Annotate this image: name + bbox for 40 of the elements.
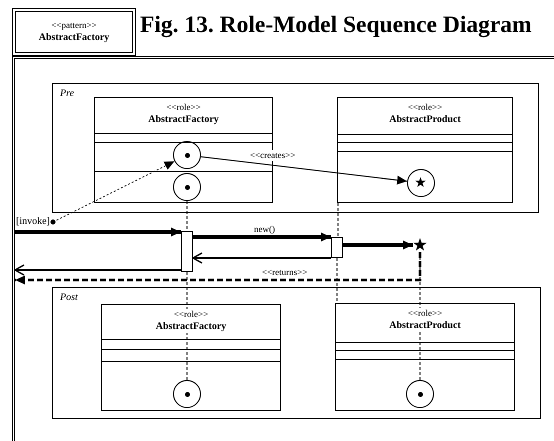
stereotype-label: <<role>> (166, 102, 201, 113)
class-box (101, 304, 281, 411)
edge-label: <<creates>> (250, 150, 296, 161)
class-name: AbstractProduct (389, 319, 461, 332)
activation-bar (331, 237, 343, 258)
message-arrow (200, 156, 408, 185)
object-circle (407, 169, 435, 197)
edge-label: <<returns>> (262, 267, 308, 278)
stereotype-label: <<role>> (408, 308, 442, 319)
class-box (335, 303, 515, 411)
stereotype-label: <<pattern>> (51, 20, 97, 31)
message-arrow (192, 252, 331, 264)
diagram-title: Fig. 13. Role-Model Sequence Diagram (140, 12, 532, 39)
edge-label: new() (254, 224, 275, 235)
activation-bar (181, 231, 193, 272)
object-circle (173, 380, 201, 408)
stereotype-label: <<role>> (174, 309, 208, 320)
object-circle (173, 173, 201, 201)
message-arrow (14, 264, 181, 276)
state-frame (52, 83, 539, 213)
frame-label: Post (60, 292, 78, 303)
class-name: AbstractFactory (156, 320, 226, 333)
message-arrow (15, 228, 181, 236)
pattern-box (12, 8, 136, 56)
class-name: AbstractFactory (148, 113, 219, 126)
message-arrow (15, 252, 422, 284)
message-arrow (193, 232, 331, 242)
stereotype-label: <<role>> (408, 102, 442, 113)
class-name: AbstractFactory (38, 31, 110, 44)
message-arrow (343, 240, 413, 250)
object-circle (406, 380, 434, 408)
state-frame (52, 287, 541, 419)
message-arrow (50, 160, 175, 224)
lifeline (336, 258, 338, 304)
diagram-frame (12, 56, 554, 441)
class-box (337, 97, 513, 203)
star-symbol (413, 238, 427, 252)
lifeline (186, 200, 188, 232)
frame-label: Pre (60, 88, 74, 99)
object-circle (173, 141, 201, 169)
